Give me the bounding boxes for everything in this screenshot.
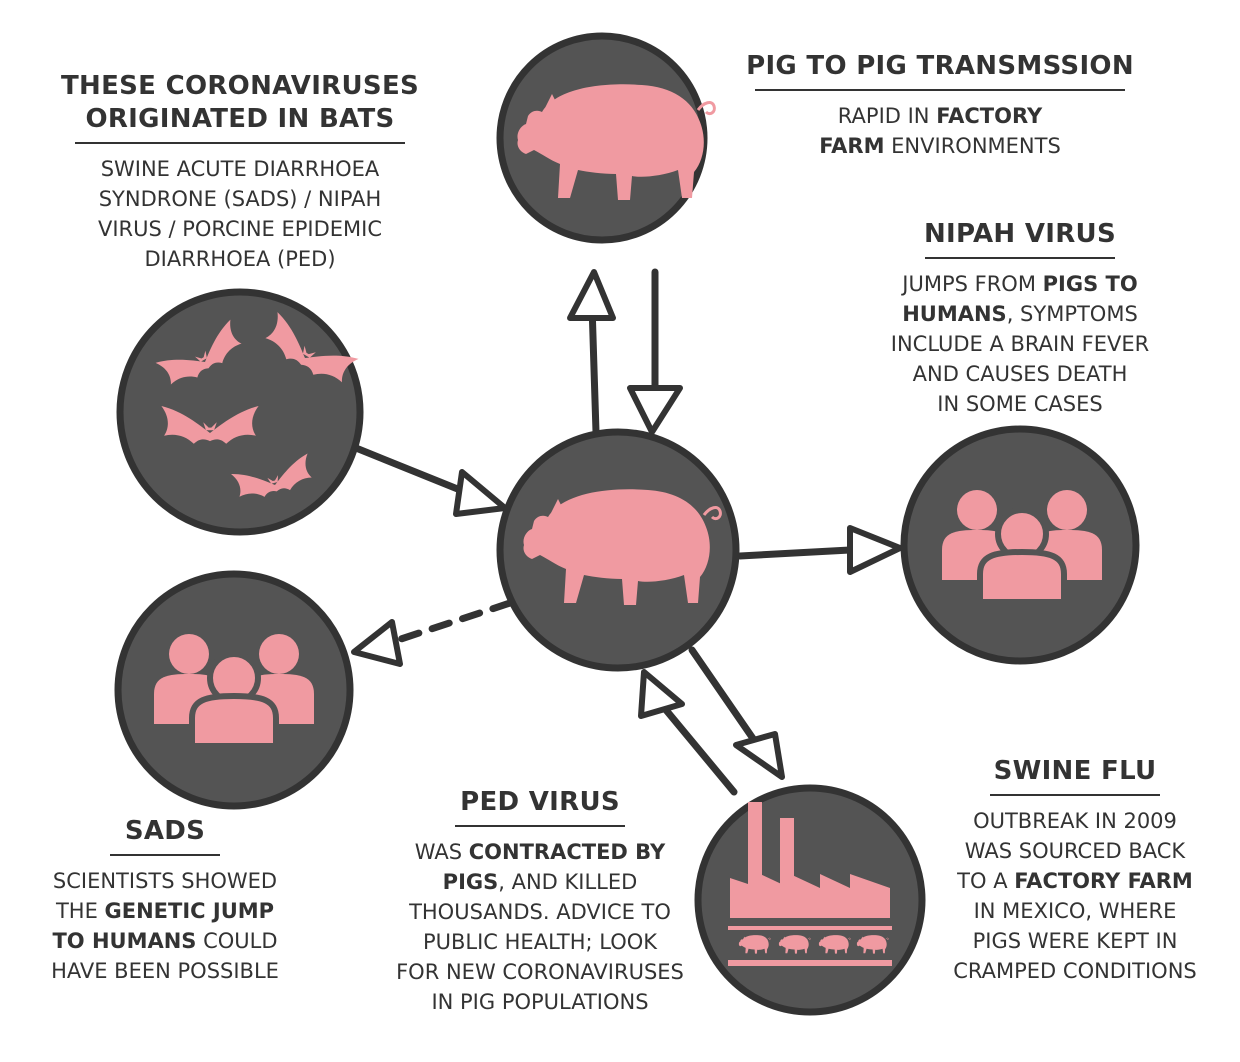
swine-flu-title: SWINE FLU bbox=[993, 756, 1157, 786]
sads-body-line: SCIENTISTS SHOWED bbox=[52, 869, 278, 893]
arrow-pig-to-factory bbox=[688, 646, 758, 744]
bold-span: GENETIC JUMP bbox=[104, 899, 275, 923]
bats-title-line1: THESE CORONAVIRUSES bbox=[60, 71, 420, 101]
bold-span: FACTORY FARM bbox=[1014, 869, 1193, 893]
swine-flu-body-line: WAS SOURCED BACK bbox=[964, 839, 1186, 863]
ped-body-line: PUBLIC HEALTH; LOOK bbox=[422, 930, 658, 954]
text-span: TO A bbox=[957, 869, 1015, 893]
node-humans-left bbox=[114, 570, 354, 810]
bold-span: PIGS TO bbox=[1042, 272, 1138, 296]
sads-body-line: HAVE BEEN POSSIBLE bbox=[51, 959, 279, 983]
nipah-body-line: AND CAUSES DEATH bbox=[912, 362, 1128, 386]
bats-title-line2: ORIGINATED IN BATS bbox=[85, 104, 395, 134]
node-bats bbox=[116, 288, 364, 536]
ped-body-line: IN PIG POPULATIONS bbox=[431, 990, 649, 1014]
node-pig-top bbox=[496, 32, 716, 244]
arrowhead-down-center-pig bbox=[627, 385, 683, 435]
sads-info-block: SADS SCIENTISTS SHOWED THE GENETIC JUMP … bbox=[20, 815, 310, 986]
dashed-pig-to-sads bbox=[394, 599, 514, 644]
arrowhead-bats-to-pig bbox=[453, 469, 508, 517]
arrow-factory-to-pig bbox=[662, 706, 738, 796]
nipah-body-line: HUMANS, SYMPTOMS bbox=[860, 299, 1180, 329]
text-span: THE bbox=[55, 899, 105, 923]
sads-title: SADS bbox=[124, 816, 206, 846]
arrowhead-up-top-pig bbox=[567, 269, 616, 321]
pig-to-pig-body-line: RAPID IN FACTORY bbox=[740, 101, 1140, 131]
bats-body-line: SYNDRONE (SADS) / NIPAH bbox=[98, 187, 382, 211]
bold-span: FACTORY bbox=[936, 104, 1043, 128]
bats-title-rule bbox=[75, 142, 405, 144]
text-span: ENVIRONMENTS bbox=[884, 134, 1061, 158]
arrow-pig-to-humans bbox=[736, 546, 854, 560]
nipah-body-line: INCLUDE A BRAIN FEVER bbox=[890, 332, 1150, 356]
swine-flu-body-line: PIGS WERE KEPT IN bbox=[972, 929, 1178, 953]
nipah-info-block: NIPAH VIRUS JUMPS FROM PIGS TO HUMANS, S… bbox=[860, 218, 1180, 419]
nipah-title-rule bbox=[925, 257, 1115, 259]
node-factory bbox=[694, 784, 926, 1016]
ped-title: PED VIRUS bbox=[460, 787, 620, 817]
sads-body-line: TO HUMANS COULD bbox=[20, 926, 310, 956]
pig-to-pig-body-line: FARM ENVIRONMENTS bbox=[740, 131, 1140, 161]
ped-body-line: PIGS, AND KILLED bbox=[380, 867, 700, 897]
bold-span: HUMANS bbox=[902, 302, 1007, 326]
text-span: , AND KILLED bbox=[498, 870, 638, 894]
swine-flu-body-line: TO A FACTORY FARM bbox=[930, 866, 1220, 896]
bats-body-line: DIARRHOEA (PED) bbox=[144, 247, 336, 271]
swine-flu-info-block: SWINE FLU OUTBREAK IN 2009 WAS SOURCED B… bbox=[930, 755, 1220, 986]
arrowhead-from-factory bbox=[638, 669, 685, 719]
node-humans-right bbox=[900, 425, 1140, 665]
ped-info-block: PED VIRUS WAS CONTRACTED BY PIGS, AND KI… bbox=[380, 786, 700, 1017]
bats-body-line: VIRUS / PORCINE EPIDEMIC bbox=[97, 217, 383, 241]
arrowhead-to-factory bbox=[733, 731, 785, 780]
connectors bbox=[352, 268, 854, 796]
bold-span: TO HUMANS bbox=[52, 929, 197, 953]
nipah-body-line: JUMPS FROM PIGS TO bbox=[860, 269, 1180, 299]
ped-title-rule bbox=[455, 825, 625, 827]
pig-to-pig-info-block: PIG TO PIG TRANSMSSION RAPID IN FACTORY … bbox=[740, 50, 1140, 161]
swine-flu-body-line: IN MEXICO, WHERE bbox=[973, 899, 1177, 923]
text-span: JUMPS FROM bbox=[902, 272, 1043, 296]
text-span: RAPID IN bbox=[837, 104, 937, 128]
text-span: WAS bbox=[414, 840, 469, 864]
ped-body-line: WAS CONTRACTED BY bbox=[380, 837, 700, 867]
swine-flu-title-rule bbox=[990, 794, 1160, 796]
pig-to-pig-title: PIG TO PIG TRANSMSSION bbox=[746, 51, 1134, 81]
arrowheads bbox=[351, 269, 903, 780]
sads-body-line: THE GENETIC JUMP bbox=[20, 896, 310, 926]
pig-to-pig-title-rule bbox=[755, 89, 1125, 91]
node-pig-center bbox=[496, 428, 740, 672]
bats-body-line: SWINE ACUTE DIARRHOEA bbox=[100, 157, 380, 181]
arrowhead-to-sads bbox=[351, 619, 403, 667]
bold-span: FARM bbox=[819, 134, 885, 158]
nipah-title: NIPAH VIRUS bbox=[924, 219, 1116, 249]
nipah-body-line: IN SOME CASES bbox=[937, 392, 1103, 416]
arrowhead-right-humans bbox=[847, 525, 903, 575]
bold-span: CONTRACTED BY bbox=[468, 840, 666, 864]
bats-info-block: THESE CORONAVIRUSES ORIGINATED IN BATS S… bbox=[50, 70, 430, 274]
bold-span: PIGS bbox=[442, 870, 499, 894]
arrow-bats-to-pig bbox=[352, 444, 474, 498]
swine-flu-body-line: OUTBREAK IN 2009 bbox=[973, 809, 1177, 833]
ped-body-line: THOUSANDS. ADVICE TO bbox=[409, 900, 671, 924]
sads-title-rule bbox=[110, 854, 220, 856]
swine-flu-body-line: CRAMPED CONDITIONS bbox=[953, 959, 1197, 983]
ped-body-line: FOR NEW CORONAVIRUSES bbox=[396, 960, 684, 984]
text-span: , SYMPTOMS bbox=[1006, 302, 1138, 326]
text-span: COULD bbox=[196, 929, 278, 953]
arrow-center-to-top-pig bbox=[588, 301, 600, 436]
